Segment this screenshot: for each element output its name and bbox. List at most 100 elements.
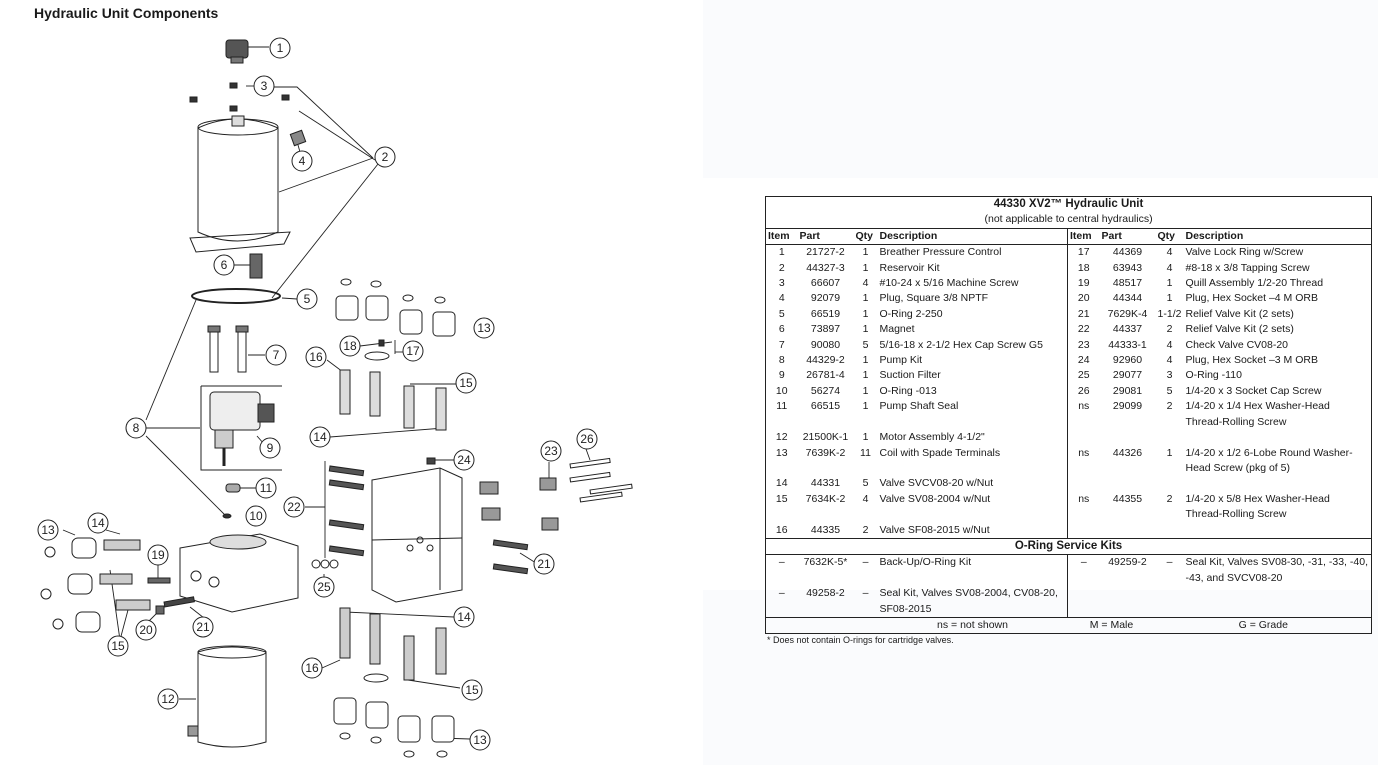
cell-desc: Valve SF08-2015 w/Nut — [879, 523, 990, 536]
callout-label: 22 — [287, 500, 301, 514]
callout-label: 3 — [261, 79, 268, 93]
cell-qty2: 4 — [1166, 261, 1173, 274]
o-rings-110 — [311, 559, 339, 569]
cell-qty: 1 — [862, 400, 869, 413]
coils-left — [40, 537, 101, 633]
cell-part2: 44355 — [1112, 492, 1143, 505]
cell-qty: 5 — [862, 477, 869, 490]
cell-qty: 4 — [862, 492, 869, 505]
cell-item: 16 — [775, 523, 788, 536]
cell-desc2: 1/4-20 x 3 Socket Cap Screw — [1185, 384, 1322, 397]
cell-qty: 1 — [862, 384, 869, 397]
cell-item2 — [1067, 586, 1100, 618]
cell-desc2 — [1184, 476, 1372, 491]
cell-qty: 2 — [862, 523, 869, 536]
callout-label: 25 — [317, 580, 331, 594]
cell-part: 44327-3 — [806, 261, 845, 274]
cell-item2: 17 — [1067, 244, 1100, 261]
cell-item2 — [1067, 430, 1100, 446]
callout-label: 23 — [544, 444, 558, 458]
callout-label: 13 — [41, 523, 55, 537]
cell-desc: Pump Shaft Seal — [879, 400, 959, 413]
cell-desc2: #8-18 x 3/8 Tapping Screw — [1185, 261, 1310, 274]
relief-valve-rods-left — [328, 465, 365, 557]
cell-item: 3 — [778, 277, 785, 290]
cell-item2 — [1067, 476, 1100, 492]
cell-part2: 44326 — [1112, 446, 1143, 459]
table-header-row: Item Part Qty Description Item Part Qty … — [765, 228, 1372, 246]
callout-label: 24 — [457, 453, 471, 467]
cell-part: 44331 — [810, 477, 841, 490]
cell-desc: Back-Up/O-Ring Kit — [879, 556, 972, 569]
cell-desc2: Check Valve CV08-20 — [1185, 338, 1289, 351]
callout-label: 17 — [406, 344, 420, 358]
valves-top — [339, 369, 447, 431]
cell-part: 73897 — [810, 323, 841, 336]
cell-qty: 1 — [862, 354, 869, 367]
cell-item: – — [778, 556, 785, 569]
cell-item: 14 — [775, 477, 788, 490]
page-title: Hydraulic Unit Components — [34, 5, 219, 21]
cell-qty2: 4 — [1166, 246, 1173, 259]
cell-item: 10 — [775, 384, 788, 397]
cell-part: 56274 — [810, 384, 841, 397]
callout-label: 16 — [305, 661, 319, 675]
cell-part: 44329-2 — [806, 354, 845, 367]
cell-desc2 — [1184, 523, 1372, 539]
cell-qty2 — [1156, 476, 1184, 491]
cell-desc: O-Ring 2-250 — [879, 307, 943, 320]
cell-part: 66515 — [810, 400, 841, 413]
cell-part: 49258-2 — [806, 587, 845, 600]
cell-desc: Breather Pressure Control — [879, 246, 1002, 259]
cell-part2: 49259-2 — [1108, 556, 1147, 569]
socket-cap-screws — [569, 457, 633, 503]
callout-label: 21 — [196, 620, 210, 634]
header-description: Description — [877, 228, 1068, 246]
callout-label: 19 — [151, 548, 165, 562]
callout-label: 12 — [161, 692, 175, 706]
cell-qty: 1 — [862, 261, 869, 274]
cell-qty: – — [862, 556, 869, 569]
cell-item: 9 — [778, 369, 785, 382]
callout-label: 15 — [459, 376, 473, 390]
cell-qty: – — [862, 587, 869, 600]
cell-qty: 1 — [862, 246, 869, 259]
cell-item2 — [1067, 522, 1100, 539]
cell-item: 1 — [778, 246, 785, 259]
cell-item2: 24 — [1067, 353, 1100, 369]
square-plug — [289, 129, 307, 147]
cell-qty: 5 — [862, 338, 869, 351]
cell-part2 — [1100, 430, 1156, 445]
header-part: Part — [1099, 228, 1156, 246]
cell-item2: ns — [1067, 491, 1100, 523]
coils-bottom — [333, 697, 455, 758]
cell-qty2 — [1156, 430, 1184, 445]
lock-ring-bottom — [363, 673, 389, 683]
header-item: Item — [765, 228, 798, 246]
cell-qty: 1 — [862, 307, 869, 320]
callout-label: 15 — [465, 683, 479, 697]
cell-qty: 11 — [860, 446, 871, 459]
cell-part: 26781-4 — [806, 369, 845, 382]
cell-item2: 19 — [1067, 276, 1100, 292]
cell-part2: 48517 — [1112, 277, 1143, 290]
pump-screws — [207, 325, 249, 373]
motor-assembly — [187, 645, 267, 748]
cell-desc2: 1/4-20 x 1/4 Hex Washer-Head Thread-Roll… — [1185, 400, 1330, 428]
header-item: Item — [1067, 228, 1100, 246]
cell-desc: Suction Filter — [879, 369, 941, 382]
cell-part2: 44337 — [1112, 323, 1143, 336]
reservoir-screws — [189, 82, 290, 112]
cell-part2 — [1100, 523, 1156, 539]
callout-label: 7 — [273, 348, 280, 362]
legend-ns: ns = not shown — [877, 616, 1068, 634]
cell-qty2: – — [1166, 556, 1173, 569]
